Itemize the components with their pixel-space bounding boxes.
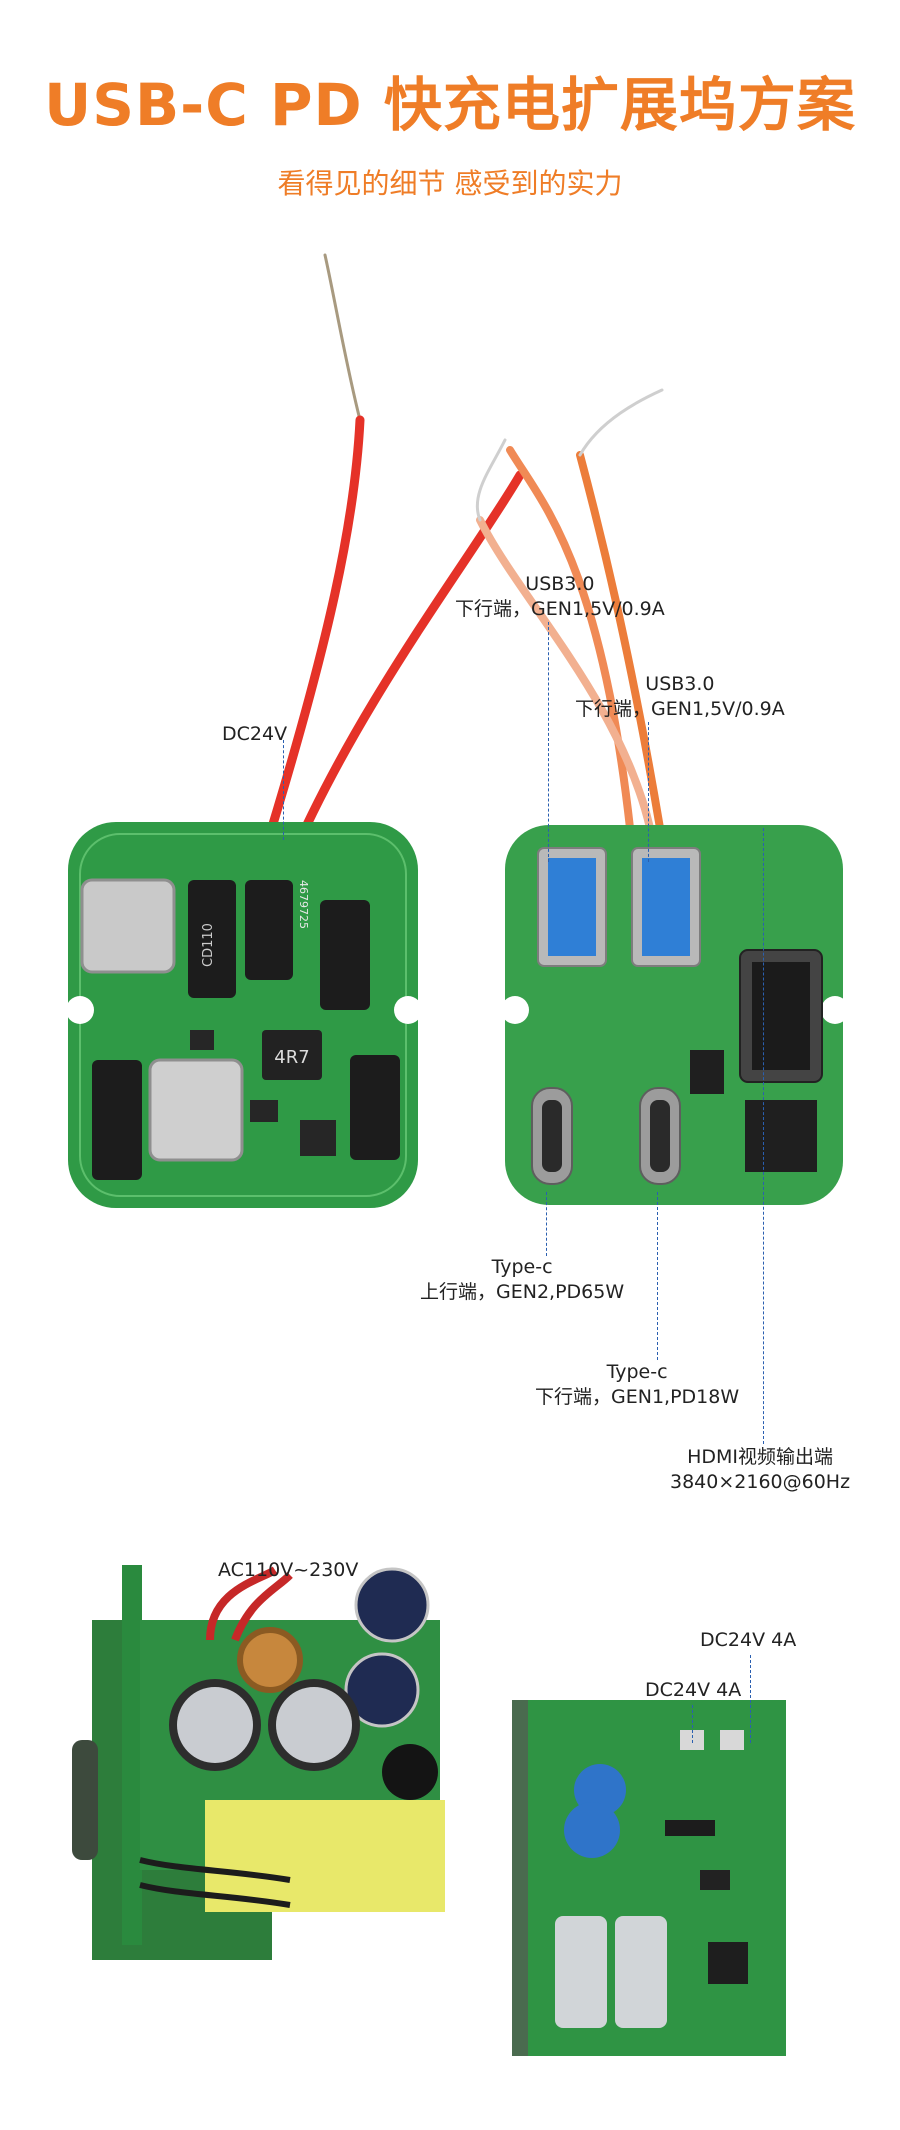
leader-typec-up	[546, 1192, 547, 1256]
dock-board	[501, 825, 849, 1205]
leader-dc-input	[283, 740, 284, 840]
label-usb30-a: USB3.0 下行端，GEN1,5V/0.9A	[455, 573, 665, 620]
dc-output-board	[512, 1700, 786, 2056]
leader-typec-down	[657, 1192, 658, 1360]
label-dc-out-2: DC24V 4A	[645, 1679, 742, 1701]
power-board: 4R7 CD110 4679725	[66, 822, 422, 1208]
label-ac-input: AC110V~230V	[218, 1559, 359, 1581]
board-id-mark: 4679725	[297, 880, 310, 929]
label-typec-down: Type-c 下行端，GEN1,PD18W	[535, 1361, 740, 1408]
label-hdmi: HDMI视频输出端 3840×2160@60Hz	[670, 1446, 851, 1493]
page-title: USB-C PD 快充电扩展坞方案	[44, 71, 856, 139]
inductor-mark: 4R7	[274, 1047, 309, 1068]
page-subtitle: 看得见的细节 感受到的实力	[277, 167, 623, 200]
leader-dc-out-2	[692, 1705, 693, 1743]
label-typec-up: Type-c 上行端，GEN2,PD65W	[420, 1256, 625, 1303]
leader-usb30-b	[648, 722, 649, 862]
dock-wires	[475, 388, 664, 832]
label-dc-out-1: DC24V 4A	[700, 1629, 797, 1651]
leader-dc-out-1	[750, 1655, 751, 1743]
label-usb30-b: USB3.0 下行端，GEN1,5V/0.9A	[575, 673, 785, 720]
ac-board	[72, 1565, 445, 1960]
cap-mark: CD110	[201, 923, 216, 967]
leader-usb30-a	[548, 622, 549, 862]
input-wires	[257, 253, 525, 867]
label-dc-input: DC24V	[222, 723, 288, 745]
leader-hdmi	[763, 828, 764, 1444]
